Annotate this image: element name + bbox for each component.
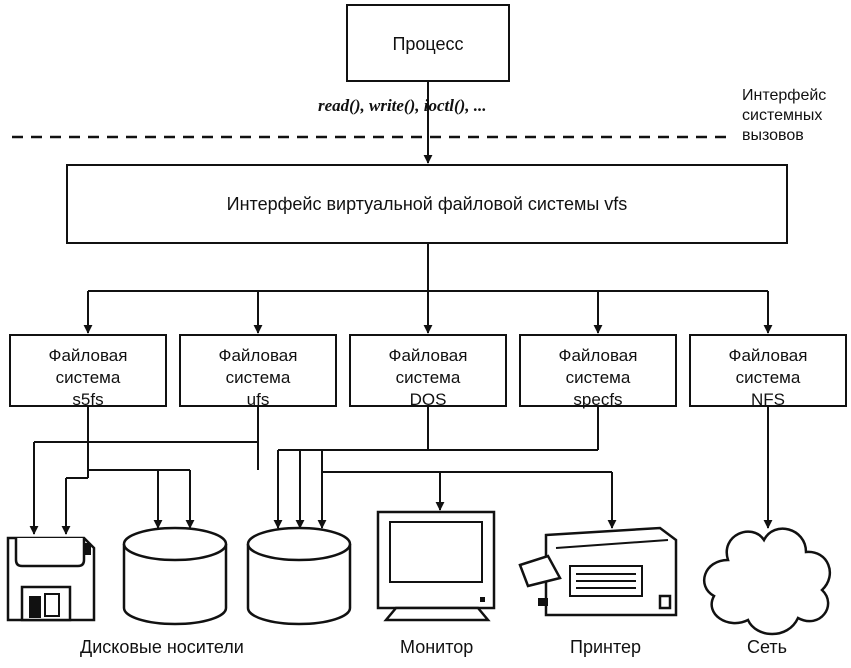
filesystem-dos-line-1: Файловая xyxy=(388,346,468,365)
floppy-disk-icon xyxy=(6,536,96,622)
vfs-to-filesystems-arrows xyxy=(83,242,773,334)
filesystem-s5fs-line-1: Файловая xyxy=(48,346,128,365)
network-cloud-icon xyxy=(703,527,832,636)
printer-caption: Принтер xyxy=(570,637,642,657)
filesystem-s5fs-line-2: система xyxy=(55,368,121,387)
filesystems-to-devices-arrows xyxy=(29,405,773,535)
syscall-interface-line-2: системных xyxy=(742,107,823,124)
network-caption: Сеть xyxy=(747,637,788,657)
disk-cylinder-1-icon xyxy=(122,526,228,626)
syscall-interface-line-3: вызовов xyxy=(742,127,804,144)
monitor-icon xyxy=(376,510,496,622)
filesystem-dos-line-3: DOS xyxy=(409,390,447,409)
monitor-caption: Монитор xyxy=(400,637,474,657)
syscall-interface-caption: Интерфейс системных вызовов xyxy=(742,86,826,146)
filesystem-dos-box: Файловая система DOS xyxy=(349,334,507,409)
filesystem-nfs-line-3: NFS xyxy=(751,390,785,409)
disk-cylinder-2-icon xyxy=(246,526,352,626)
process-box: Процесс xyxy=(346,4,510,82)
filesystem-ufs-box: Файловая система ufs xyxy=(179,334,337,409)
filesystem-specfs-line-3: specfs xyxy=(573,390,623,409)
syscall-interface-line-1: Интерфейс xyxy=(742,87,827,104)
filesystem-specfs-line-1: Файловая xyxy=(558,346,638,365)
filesystem-ufs-line-3: ufs xyxy=(246,390,270,409)
filesystem-nfs-box: Файловая система NFS xyxy=(689,334,847,409)
filesystem-s5fs-line-3: s5fs xyxy=(72,390,104,409)
filesystem-ufs-line-1: Файловая xyxy=(218,346,298,365)
syscall-list: read(), write(), ioctl(), ... xyxy=(318,96,487,115)
filesystem-nfs-line-1: Файловая xyxy=(728,346,808,365)
filesystem-nfs-line-2: система xyxy=(735,368,801,387)
printer-icon xyxy=(518,526,678,617)
process-label: Процесс xyxy=(392,34,464,54)
filesystem-s5fs-box: Файловая система s5fs xyxy=(9,334,167,409)
filesystem-specfs-line-2: система xyxy=(565,368,631,387)
vfs-label: Интерфейс виртуальной файловой системы v… xyxy=(226,194,628,214)
filesystem-ufs-line-2: система xyxy=(225,368,291,387)
filesystem-dos-line-2: система xyxy=(395,368,461,387)
disks-caption: Дисковые носители xyxy=(80,637,244,657)
filesystem-specfs-box: Файловая система specfs xyxy=(519,334,677,409)
vfs-box: Интерфейс виртуальной файловой системы v… xyxy=(66,164,788,244)
